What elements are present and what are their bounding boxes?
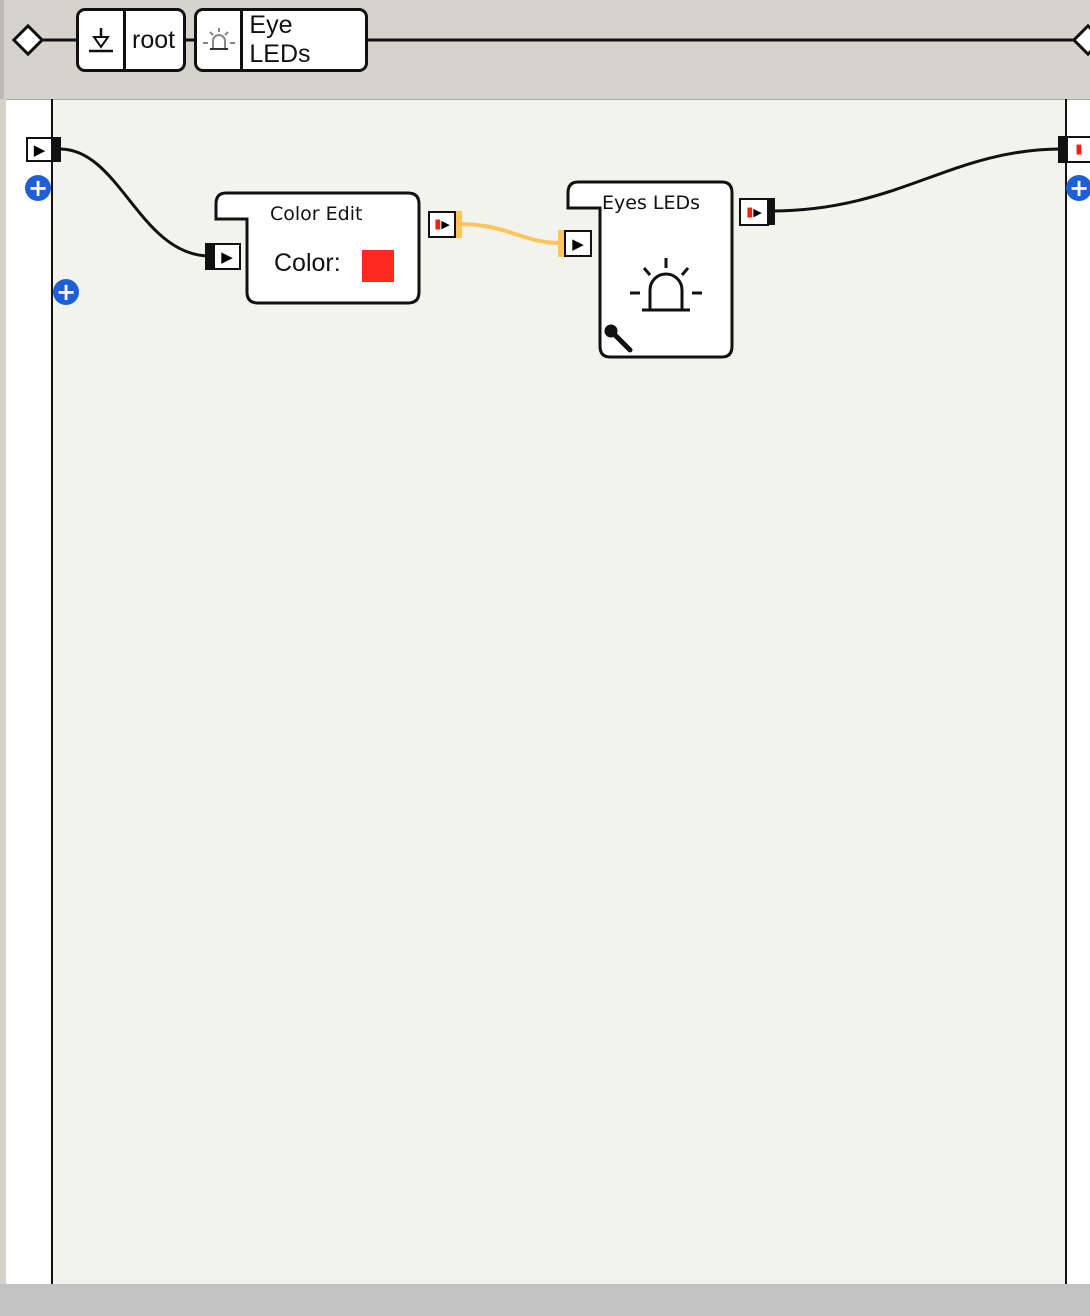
eyes-leds-node-outline: [566, 180, 734, 359]
breadcrumb-end-diamond: [1071, 23, 1090, 57]
wire-end-cap: [558, 230, 564, 257]
color-edit-title: Color Edit: [270, 203, 363, 225]
input-port-onstart[interactable]: ▶: [26, 137, 53, 162]
breadcrumb-item-eye-leds[interactable]: Eye LEDs: [194, 8, 368, 72]
breadcrumb-start-diamond: [11, 23, 45, 57]
add-output-button[interactable]: +: [1066, 175, 1090, 201]
alarm-light-icon: [197, 11, 244, 69]
color-field-label: Color:: [274, 249, 341, 277]
add-parameter-button[interactable]: +: [53, 279, 79, 305]
eyes-leds-node[interactable]: [568, 182, 733, 358]
breadcrumb-item-root[interactable]: root: [76, 8, 186, 72]
left-panel: [6, 100, 51, 1284]
color-edit-output-port[interactable]: ▮▶: [428, 211, 456, 238]
wire-end-cap: [456, 211, 462, 238]
root-download-icon: [79, 11, 126, 69]
add-input-button[interactable]: +: [25, 175, 51, 201]
eyes-leds-title: Eyes LEDs: [602, 192, 700, 214]
wire-input-to-color-edit: [59, 147, 211, 258]
alarm-light-icon: [630, 258, 702, 312]
output-port-onstopped[interactable]: ▮: [1066, 136, 1090, 163]
wrench-icon: [604, 324, 633, 353]
color-edit-input-port[interactable]: ▶: [213, 243, 241, 270]
settings-button[interactable]: [600, 320, 636, 356]
color-swatch[interactable]: [362, 250, 394, 282]
eyes-leds-output-port[interactable]: ▮▶: [739, 198, 769, 226]
horizontal-scrollbar[interactable]: [0, 1284, 1090, 1316]
wire-color-edit-to-eyes-leds: [457, 222, 563, 245]
breadcrumb-label: root: [132, 25, 176, 54]
wire-eyes-leds-to-output: [769, 147, 1063, 213]
breadcrumb-label: Eye LEDs: [249, 11, 311, 68]
eyes-leds-input-port[interactable]: ▶: [564, 230, 592, 257]
diagram-canvas[interactable]: [6, 99, 1090, 1284]
right-panel: [1067, 100, 1090, 1284]
